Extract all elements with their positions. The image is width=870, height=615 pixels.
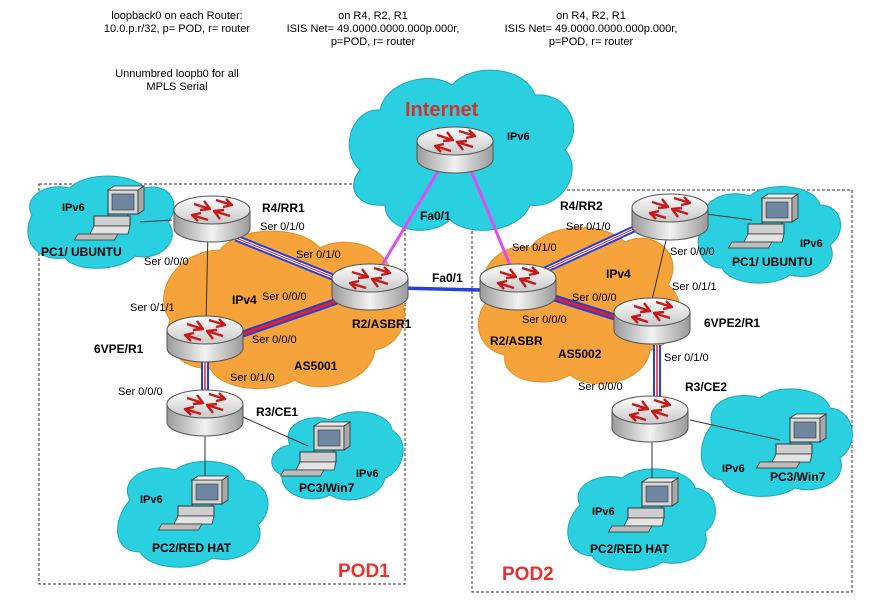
link-internet-p1-asbr — [376, 167, 442, 273]
p2-ubuntu-name: PC1/ UBUNTU — [732, 255, 813, 269]
p2-vpe-router-icon[interactable] — [612, 296, 692, 346]
p1-redhat-name: PC2/RED HAT — [152, 541, 232, 555]
pod2-boundary — [471, 189, 853, 593]
link-p2-rr-vpe — [651, 231, 669, 301]
p2-redhat-ipv6: IPv6 — [592, 506, 615, 518]
p2-rr-name: R4/RR2 — [560, 199, 603, 213]
isis-note-right-line-1: on R4, R2, R1 — [556, 10, 626, 22]
p1-vpe-router-icon[interactable] — [165, 314, 245, 364]
link-asbr-asbr — [397, 286, 481, 292]
p2-ce-router-icon[interactable] — [610, 394, 690, 444]
internet-link-left-label: Fa0/1 — [420, 209, 451, 223]
pod1-boundary — [38, 183, 406, 585]
p2-asbr-router-icon[interactable] — [478, 262, 558, 312]
p1-redhat-ipv6: IPv6 — [140, 494, 163, 506]
p1-vpe-s010: Ser 0/1/0 — [230, 372, 275, 384]
p2-vpe-name: 6VPE2/R1 — [704, 316, 760, 330]
p2-vpe-s011: Ser 0/1/1 — [672, 281, 717, 293]
p1-rr-s010: Ser 0/1/0 — [260, 221, 305, 233]
p2-rr-s010: Ser 0/1/0 — [566, 221, 611, 233]
isis-note-right-line-3: p=POD, r= router — [548, 36, 634, 48]
p2-vpe-s010: Ser 0/1/0 — [664, 352, 709, 364]
p2-asbr-name: R2/ASBR — [490, 334, 543, 348]
p2-win-name: PC3/Win7 — [770, 470, 826, 484]
isis-note-left-line-2: ISIS Net= 49.0000.0000.000p.000r, — [286, 23, 460, 35]
internet-router-icon[interactable] — [415, 125, 495, 175]
pod1-ipv4-label: IPv4 — [232, 293, 257, 307]
isis-note-right-line-2: ISIS Net= 49.0000.0000.000p.000r, — [504, 23, 678, 35]
loopback-note-line-1: loopback0 on each Router: — [111, 10, 243, 22]
p1-vpe-name: 6VPE/R1 — [94, 342, 144, 356]
asbr-link-label: Fa0/1 — [432, 271, 463, 285]
unnumbered-note-line-2: MPLS Serial — [146, 81, 208, 93]
link-p2-asbr-vpe — [546, 292, 620, 322]
p2-rr-s000: Ser 0/0/0 — [670, 246, 715, 258]
isis-note-left-line-3: p=POD, r= router — [330, 36, 416, 48]
p1-vpe-s011: Ser 0/1/1 — [130, 302, 175, 314]
link-p2-rr-asbr — [543, 224, 638, 274]
p2-win-ipv6: IPv6 — [722, 463, 745, 475]
link-p1-rr-asbr — [234, 234, 342, 284]
p1-asbr-router-icon[interactable] — [330, 262, 410, 312]
link-internet-p2-asbr — [468, 167, 514, 271]
p1-ubuntu-name: PC1/ UBUNTU — [41, 245, 122, 259]
p1-rr-name: R4/RR1 — [262, 201, 305, 215]
pod1-label: POD1 — [338, 561, 390, 582]
p2-asbr-s000: Ser 0/0/0 — [522, 314, 567, 326]
p1-asbr-name: R2/ASBR1 — [352, 317, 412, 331]
as5001-label: AS5001 — [294, 359, 338, 373]
p2-asbr-s010: Ser 0/1/0 — [512, 242, 557, 254]
isis-note-left: on R4, R2, R1 ISIS Net= 49.0000.0000.000… — [278, 10, 468, 49]
internet-title: Internet — [405, 99, 479, 121]
loopback-note: loopback0 on each Router: 10.0.p.r/32, p… — [82, 10, 272, 36]
links — [139, 167, 781, 488]
p1-asbr-s000: Ser 0/0/0 — [262, 291, 307, 303]
p1-asbr-s010: Ser 0/1/0 — [296, 249, 341, 261]
link-p2-rr-pc1 — [705, 213, 753, 221]
internet-ipv6-label: IPv6 — [507, 131, 530, 143]
p2-ce-s000: Ser 0/0/0 — [578, 381, 623, 393]
link-p1-vpe-asbr — [238, 296, 342, 339]
link-p1-rr-vpe — [205, 229, 209, 326]
p1-rr-router-icon[interactable] — [172, 194, 252, 244]
p2-ubuntu-ipv6: IPv6 — [800, 238, 823, 250]
p1-win-name: PC3/Win7 — [299, 481, 355, 495]
p2-ce-name: R3/CE2 — [685, 380, 727, 394]
p1-ubuntu-ipv6: IPv6 — [62, 202, 85, 214]
link-p1-rr-pc1 — [139, 219, 173, 223]
p2-rr-router-icon[interactable] — [630, 192, 710, 242]
p1-ce-s000: Ser 0/0/0 — [118, 386, 163, 398]
p1-win-ipv6: IPv6 — [356, 468, 379, 480]
link-p2-ce-pc3 — [689, 419, 781, 441]
link-p1-ce-pc3 — [235, 413, 309, 447]
p2-vpe-s000: Ser 0/0/0 — [572, 292, 617, 304]
isis-note-right: on R4, R2, R1 ISIS Net= 49.0000.0000.000… — [496, 10, 686, 49]
pod2-label: POD2 — [502, 564, 554, 585]
p1-vpe-s000: Ser 0/0/0 — [252, 334, 297, 346]
p1-rr-s000: Ser 0/0/0 — [144, 256, 189, 268]
unnumbered-note-line-1: Unnumbred loopb0 for all — [115, 68, 239, 80]
p2-redhat-name: PC2/RED HAT — [590, 542, 670, 556]
p1-ce-router-icon[interactable] — [165, 388, 245, 438]
as5002-label: AS5002 — [558, 347, 602, 361]
loopback-note-line-2: 10.0.p.r/32, p= POD, r= router — [103, 23, 251, 35]
isis-note-left-line-1: on R4, R2, R1 — [338, 10, 408, 22]
unnumbered-note: Unnumbred loopb0 for all MPLS Serial — [82, 68, 272, 94]
pod2-ipv4-label: IPv4 — [606, 267, 631, 281]
p1-ce-name: R3/CE1 — [256, 405, 298, 419]
